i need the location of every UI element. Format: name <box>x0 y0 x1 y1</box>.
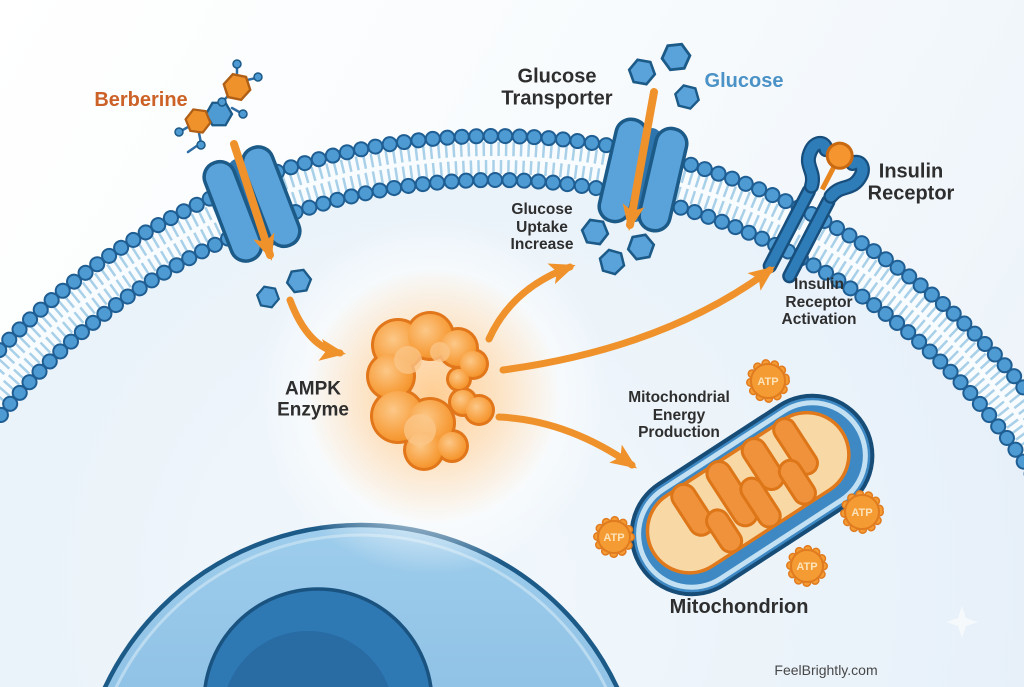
atp-badge-icon: ATP <box>786 545 828 587</box>
pathway-arrows <box>230 88 775 469</box>
atp-badge-icon: ATP <box>593 516 635 558</box>
arrow-ampk-to-mitochondrion <box>495 413 637 469</box>
atp-label: ATP <box>796 561 817 573</box>
arrow-berberine-to-ampk <box>286 296 346 361</box>
nucleus <box>102 522 620 687</box>
insulin-ball-icon <box>825 141 854 170</box>
sparkle-icon <box>946 606 978 638</box>
arrow-berberine-entry <box>230 140 275 261</box>
atp-label: ATP <box>851 507 872 519</box>
ampk-glow-orange <box>305 268 561 524</box>
insulin-receptor-icon <box>762 136 870 284</box>
arrow-glucose-entry <box>622 88 658 231</box>
arrow-ampk-to-glucose-uptake <box>485 263 576 343</box>
atp-label: ATP <box>757 376 778 388</box>
plasma-membrane <box>0 128 1024 477</box>
ampk-enzyme-icon <box>366 311 495 471</box>
atp-label: ATP <box>603 532 624 544</box>
mitochondrion-cristae <box>670 417 819 554</box>
berberine-molecule-icon <box>174 59 263 154</box>
atp-badge-icon: ATP <box>840 490 884 534</box>
atp-badges: ATP ATP ATP ATP <box>593 359 884 587</box>
arrow-ampk-to-insulin-receptor <box>499 266 775 374</box>
atp-badge-icon: ATP <box>746 359 790 403</box>
mitochondrion-icon <box>629 393 875 597</box>
